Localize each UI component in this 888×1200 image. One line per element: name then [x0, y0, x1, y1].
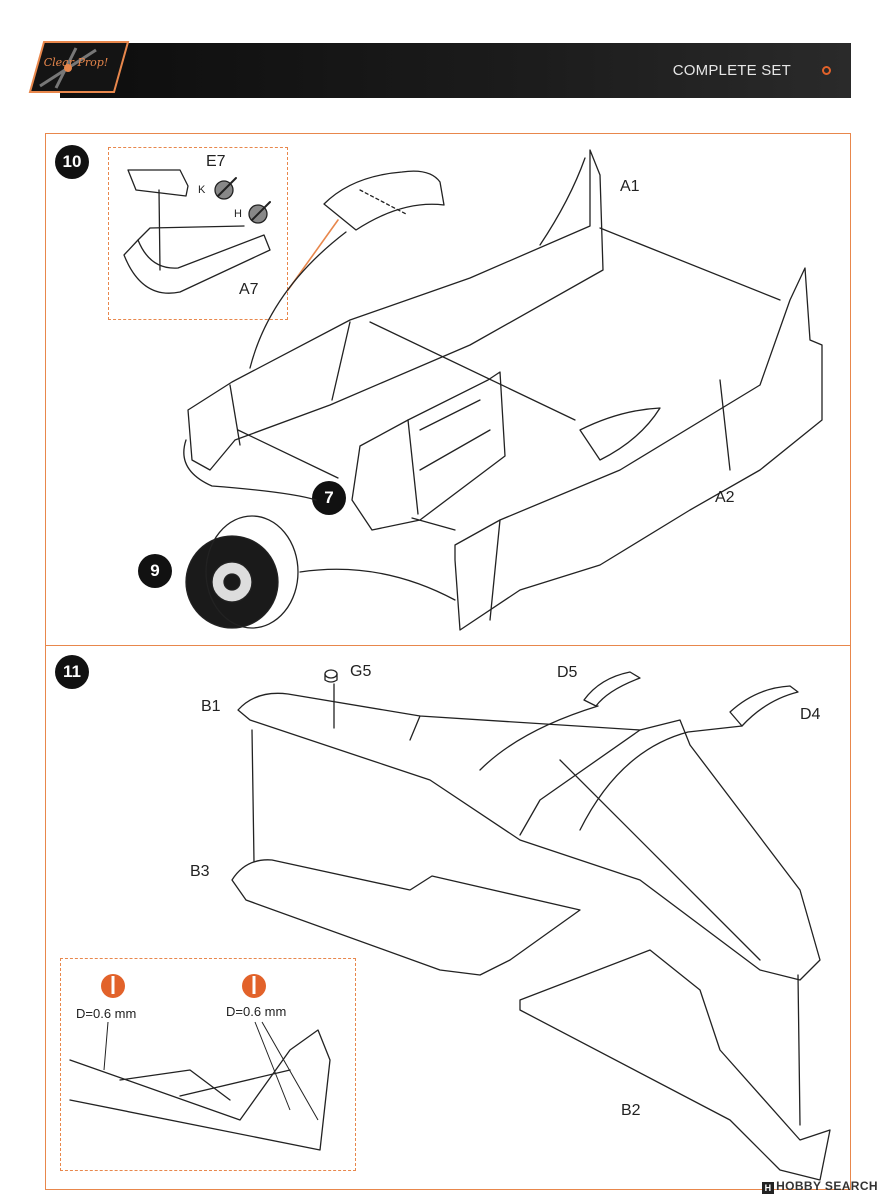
drill-note-left: D=0.6 mm: [76, 1006, 137, 1021]
label-a1: A1: [620, 178, 640, 195]
header-title: COMPLETE SET: [672, 62, 791, 79]
hobby-search-logo-icon: H: [762, 1182, 775, 1194]
label-d5: D5: [557, 664, 578, 681]
label-a2: A2: [715, 489, 735, 506]
label-b2: B2: [621, 1102, 641, 1119]
sub-step-9-badge: 9: [138, 554, 172, 588]
detail-box-drill: [60, 958, 356, 1171]
watermark-text: HOBBY SEARCH: [776, 1179, 878, 1193]
label-k: K: [198, 184, 206, 196]
step-10-badge: 10: [55, 145, 89, 179]
label-d4: D4: [800, 706, 821, 723]
step-11-panel: [45, 646, 851, 1190]
label-h: H: [234, 208, 242, 220]
sub-step-7-badge: 7: [312, 481, 346, 515]
svg-text:Clear Prop!: Clear Prop!: [44, 56, 109, 69]
step-10-panel: [45, 133, 851, 646]
brand-logo: Clear Prop!: [16, 34, 136, 100]
step-11-badge: 11: [55, 655, 89, 689]
label-b1: B1: [201, 698, 221, 715]
label-g5: G5: [350, 663, 372, 680]
label-e7: E7: [206, 153, 226, 170]
drill-note-right: D=0.6 mm: [226, 1004, 287, 1019]
label-b3: B3: [190, 863, 210, 880]
label-a7: A7: [239, 281, 259, 298]
header-bar: COMPLETE SET: [60, 43, 851, 98]
detail-box-a7: [108, 147, 288, 320]
header-dot-icon: [822, 66, 831, 75]
